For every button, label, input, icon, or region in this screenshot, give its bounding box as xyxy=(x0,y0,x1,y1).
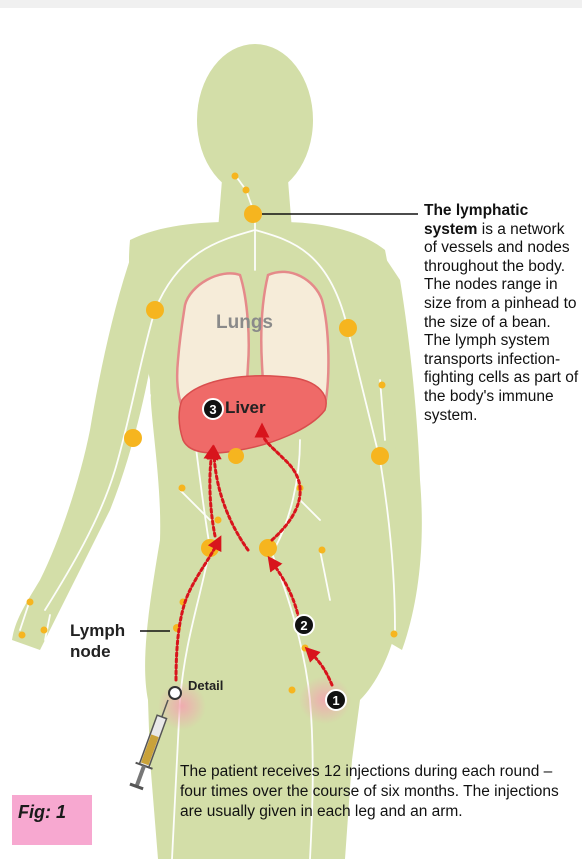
lymph-node xyxy=(232,173,239,180)
lymph-node xyxy=(289,687,296,694)
lymph-node xyxy=(319,547,326,554)
lymph-node xyxy=(124,429,142,447)
marker-1-text: 1 xyxy=(332,693,339,708)
marker-2-text: 2 xyxy=(300,618,307,633)
lymph-node xyxy=(146,301,164,319)
marker-1: 1 xyxy=(326,690,346,710)
marker-3-text: 3 xyxy=(209,402,216,417)
lymph-node xyxy=(228,448,244,464)
lymph-node xyxy=(244,205,262,223)
lymph-node xyxy=(243,187,250,194)
lymph-node xyxy=(215,517,222,524)
injection-caption: The patient receives 12 injections durin… xyxy=(180,762,560,822)
detail-label: Detail xyxy=(188,678,223,693)
lymph-node xyxy=(179,485,186,492)
lungs-text: Lungs xyxy=(216,312,273,333)
lymph-node xyxy=(27,599,34,606)
description-body: is a network of vessels and nodes throug… xyxy=(424,221,578,424)
lymph-node xyxy=(302,645,309,652)
lymphatic-system-description: The lymphatic system is a network of ves… xyxy=(424,202,580,425)
lymph-node xyxy=(379,382,386,389)
figure-label: Fig: 1 xyxy=(18,802,66,823)
lymph-node-label: Lymph node xyxy=(70,620,150,662)
lymph-node xyxy=(41,627,48,634)
lymph-node xyxy=(259,539,277,557)
liver-label: Liver xyxy=(225,398,266,418)
lymph-node xyxy=(371,447,389,465)
lymph-node xyxy=(19,632,26,639)
lymph-node xyxy=(339,319,357,337)
marker-3: 3 xyxy=(203,399,223,419)
marker-2: 2 xyxy=(294,615,314,635)
lymph-node xyxy=(391,631,398,638)
top-shade xyxy=(0,0,582,8)
detail-ring xyxy=(169,687,181,699)
